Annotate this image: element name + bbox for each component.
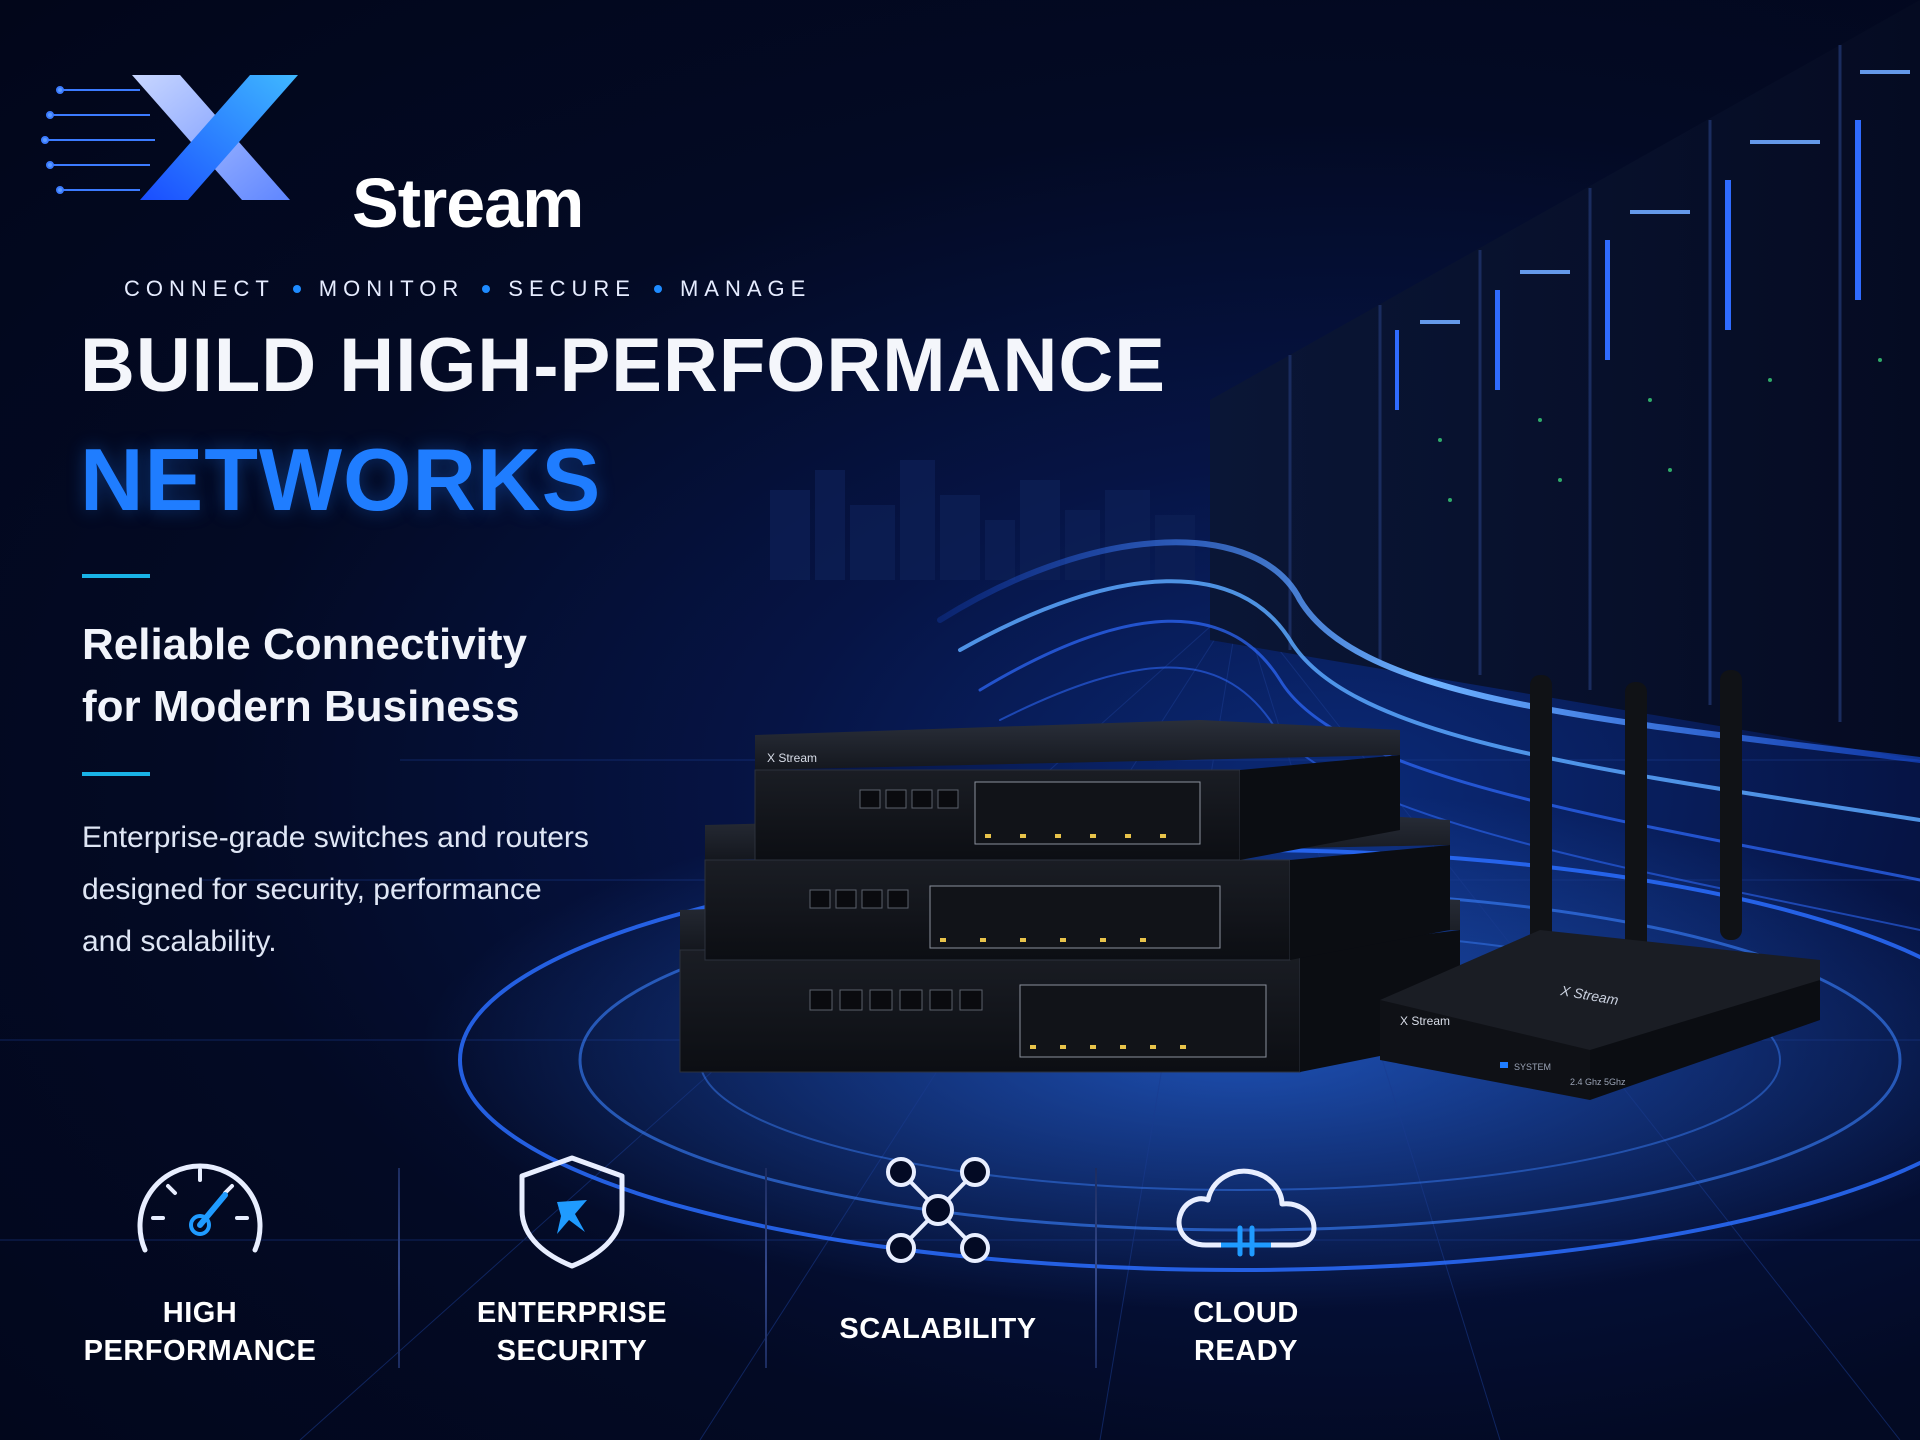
router-brand-label: X Stream [1400, 1014, 1450, 1028]
feature-enterprise-security: ENTERPRISE SECURITY [432, 1150, 712, 1380]
feature-high-performance: HIGH PERFORMANCE [60, 1150, 340, 1380]
accent-rule [82, 574, 150, 578]
subheadline-line2: for Modern Business [82, 682, 520, 731]
product-image: X Stream X Stream X Stream SYSTEM 2.4 Gh… [679, 670, 1820, 1100]
brand-logo[interactable]: Stream CONNECT MONITOR SECURE MANAGE [40, 60, 840, 301]
city-skyline [770, 460, 1195, 580]
cloud-icon [1176, 1168, 1317, 1257]
switch-top: X Stream [754, 720, 1400, 861]
tagline-dot [653, 285, 662, 293]
brand-tagline: CONNECT MONITOR SECURE MANAGE [124, 276, 811, 302]
feature-label-line1: SCALABILITY [839, 1313, 1037, 1345]
feature-label-line1: ENTERPRISE [476, 1297, 668, 1329]
feature-cloud-ready: CLOUD READY [1106, 1150, 1386, 1380]
x-logo-icon [41, 75, 298, 200]
shield-icon [519, 1155, 625, 1269]
feature-divider [398, 1168, 400, 1368]
network-nodes-icon [886, 1157, 990, 1263]
feature-label-line2: PERFORMANCE [83, 1335, 317, 1367]
speedometer-icon [137, 1163, 263, 1253]
headline-line2: NETWORKS [80, 430, 602, 529]
feature-label: HIGH PERFORMANCE [60, 1294, 340, 1370]
feature-label-line1: CLOUD [1193, 1297, 1299, 1329]
router: X Stream X Stream SYSTEM 2.4 Ghz 5Ghz [1380, 670, 1820, 1100]
feature-label-line1: HIGH [162, 1297, 238, 1329]
feature-divider [1095, 1168, 1097, 1368]
body-line2: designed for security, performance [82, 873, 542, 906]
brand-name: Stream [352, 164, 584, 242]
light-trails [937, 539, 1920, 931]
headline-line1: BUILD HIGH-PERFORMANCE [80, 323, 1166, 408]
router-band-label: 2.4 Ghz 5Ghz [1570, 1077, 1626, 1087]
subheadline-line1: Reliable Connectivity [82, 620, 528, 669]
subheadline: Reliable Connectivity for Modern Busines… [82, 614, 682, 738]
feature-label-line2: SECURITY [496, 1335, 648, 1367]
tagline-secure: SECURE [508, 276, 636, 301]
server-racks [1210, 0, 1920, 760]
body-copy: Enterprise-grade switches and routers de… [82, 812, 682, 968]
body-line3: and scalability. [82, 925, 277, 958]
tagline-dot [482, 285, 491, 293]
feature-label: ENTERPRISE SECURITY [432, 1294, 712, 1370]
tagline-manage: MANAGE [679, 276, 812, 301]
accent-rule [82, 772, 150, 776]
tagline-monitor: MONITOR [318, 276, 465, 301]
feature-scalability: SCALABILITY [798, 1150, 1078, 1380]
feature-label: CLOUD READY [1106, 1294, 1386, 1370]
router-status-label: SYSTEM [1514, 1062, 1551, 1072]
feature-label-line2: READY [1193, 1335, 1298, 1367]
body-line1: Enterprise-grade switches and routers [82, 821, 589, 854]
feature-label: SCALABILITY [798, 1310, 1078, 1348]
switch-brand-label: X Stream [767, 751, 817, 765]
tagline-connect: CONNECT [124, 276, 275, 301]
tagline-dot [292, 285, 301, 293]
feature-divider [765, 1168, 767, 1368]
